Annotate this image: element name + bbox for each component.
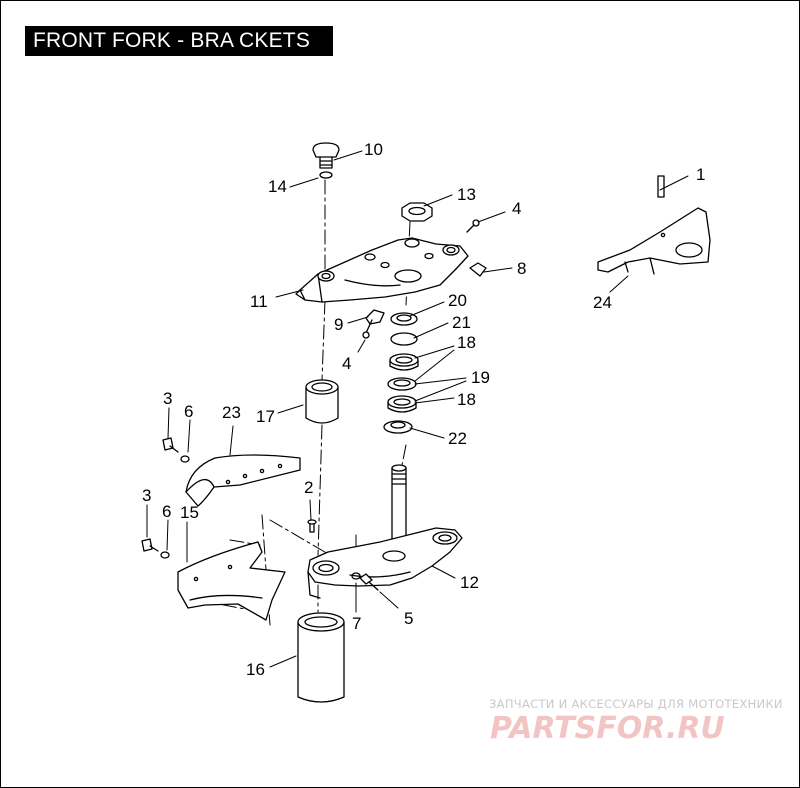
callout-13: 13 xyxy=(457,185,476,204)
part-7-washer xyxy=(351,572,361,580)
part-10-bolt xyxy=(312,142,340,169)
part-16-slider-cover xyxy=(297,612,345,703)
callout-20: 20 xyxy=(448,291,467,310)
part-21-ring xyxy=(390,332,418,346)
part-15-lower-shield xyxy=(177,541,286,621)
part-18-bearing-upper xyxy=(389,353,419,371)
callout-16: 16 xyxy=(246,660,265,679)
callout-18-lower: 18 xyxy=(457,390,476,409)
watermark-logo: PARTSFOR.RU xyxy=(490,711,725,746)
callout-3-upper: 3 xyxy=(163,389,172,408)
callout-6-upper: 6 xyxy=(184,402,193,421)
watermark: ЗАПЧАСТИ И АКСЕССУАРЫ ДЛЯ МОТОТЕХНИКИ PA… xyxy=(489,697,783,746)
callout-17: 17 xyxy=(256,407,275,426)
part-4-screw-upper xyxy=(466,219,480,233)
callout-15: 15 xyxy=(180,503,199,522)
part-19-race xyxy=(387,377,417,391)
part-3-bolt-upper xyxy=(162,437,179,453)
part-1-pin xyxy=(657,175,665,198)
callout-7: 7 xyxy=(352,614,361,633)
part-4-screw-lower xyxy=(362,319,373,339)
part-24-bracket xyxy=(597,207,711,275)
part-8-clip xyxy=(469,262,487,277)
part-14-washer xyxy=(319,171,333,179)
part-5-bolt xyxy=(359,573,379,591)
callout-9: 9 xyxy=(334,315,343,334)
callout-5: 5 xyxy=(404,609,413,628)
callout-18-upper: 18 xyxy=(457,333,476,352)
callout-3-lower: 3 xyxy=(142,486,151,505)
part-23-upper-shield xyxy=(185,454,301,507)
callout-4-upper: 4 xyxy=(512,199,521,218)
leader-lines xyxy=(146,150,689,668)
part-18-bearing-lower xyxy=(387,395,417,413)
callout-22: 22 xyxy=(448,429,467,448)
callout-19: 19 xyxy=(471,368,490,387)
callout-6-lower: 6 xyxy=(162,502,171,521)
callout-10: 10 xyxy=(364,140,383,159)
callout-1: 1 xyxy=(696,165,705,184)
part-17-spacer xyxy=(305,379,339,424)
callout-24: 24 xyxy=(593,293,612,312)
part-2-screw xyxy=(307,519,317,533)
callout-14: 14 xyxy=(268,177,287,196)
part-3-bolt-lower xyxy=(141,538,159,552)
part-6-washer-lower xyxy=(160,551,170,559)
callout-labels: 1 2 3 3 4 4 5 6 6 7 8 9 10 11 12 13 14 1… xyxy=(142,140,705,679)
callout-8: 8 xyxy=(517,259,526,278)
part-6-washer-upper xyxy=(180,455,190,463)
callout-21: 21 xyxy=(452,313,471,332)
diagram-title: FRONT FORK - BRA CKETS xyxy=(25,26,333,56)
part-11-upper-bracket xyxy=(295,237,469,303)
part-13-nut xyxy=(401,202,433,222)
part-9-clip xyxy=(365,309,385,325)
callout-23: 23 xyxy=(222,403,241,422)
callout-12: 12 xyxy=(460,573,479,592)
part-22-seal xyxy=(383,420,413,434)
watermark-caption: ЗАПЧАСТИ И АКСЕССУАРЫ ДЛЯ МОТОТЕХНИКИ xyxy=(489,697,783,711)
callout-4-lower: 4 xyxy=(342,354,351,373)
part-12-lower-bracket xyxy=(307,464,463,599)
callout-2: 2 xyxy=(304,478,313,497)
callout-11: 11 xyxy=(250,292,268,311)
